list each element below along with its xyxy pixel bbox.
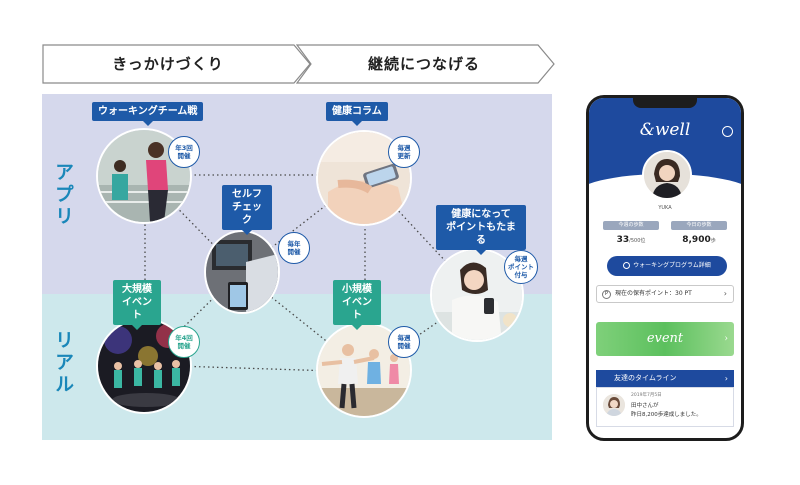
feed-date: 2019年7月5日 (631, 393, 662, 398)
timeline-title: 友達のタイムライン (614, 374, 677, 382)
chevron-right-icon: › (724, 374, 728, 383)
timeline-header[interactable]: 友達のタイムライン › (596, 370, 734, 387)
row-label-real: リアル (52, 330, 74, 396)
freq-self-check: 毎年 開催 (278, 232, 310, 264)
freq-large-event: 年4回 開催 (168, 326, 200, 358)
phone-mockup: &well YUKA 今週の歩数 今日の歩数 33/500位 8,900歩 ウォ… (586, 95, 744, 441)
walk-icon (623, 262, 631, 269)
step-header-1: きっかけづくり (42, 44, 312, 84)
points-row[interactable]: P 現在の保有ポイント：30 PT › (596, 285, 734, 303)
stat-weekly-label: 今週の歩数 (603, 221, 659, 230)
photo-self-check (204, 230, 280, 314)
feed-message: 昨日8,200歩達成しました。 (631, 412, 702, 418)
step-header-1-label: きっかけづくり (112, 55, 224, 73)
freq-points: 毎週 ポイント 付与 (504, 250, 538, 284)
event-banner[interactable]: event › (596, 322, 734, 356)
chevron-right-icon: › (724, 334, 728, 344)
tag-walking-team: ウォーキングチーム戦 (92, 102, 204, 126)
avatar[interactable] (642, 150, 692, 200)
photo-health-column (316, 130, 412, 226)
points-text: 現在の保有ポイント：30 PT (615, 290, 692, 297)
timeline-item[interactable]: 2019年7月5日 田中さんが 昨日8,200歩達成しました。 (596, 387, 734, 427)
app-logo: &well (639, 120, 691, 140)
freq-health-column: 毎週 更新 (388, 136, 420, 168)
chevron-right-icon: › (723, 289, 727, 298)
friend-avatar (603, 394, 625, 416)
walking-program-button[interactable]: ウォーキングプログラム詳細 (607, 256, 727, 276)
tag-large-event: 大規模 イベント (113, 280, 161, 330)
phone-notch (633, 98, 697, 108)
stat-today-label: 今日の歩数 (671, 221, 727, 230)
tag-health-column: 健康コラム (326, 102, 388, 126)
feed-name: 田中さんが (631, 403, 659, 409)
walking-program-label: ウォーキングプログラム詳細 (633, 262, 711, 269)
user-name: YUKA (658, 205, 672, 211)
arrow-shape (42, 44, 311, 84)
row-label-app: アプリ (52, 162, 74, 228)
stat-weekly-value: 33/500位 (616, 235, 646, 245)
event-banner-label: event (646, 331, 684, 346)
step-header-2: 継続につなげる (296, 44, 556, 84)
tag-points: 健康になって ポイントもたまる (436, 205, 526, 255)
arrow-shape (296, 44, 555, 84)
step-header-2-label: 継続につなげる (367, 55, 480, 73)
freq-walking-team: 年3回 開催 (168, 136, 200, 168)
freq-small-event: 毎週 開催 (388, 326, 420, 358)
gear-icon[interactable] (722, 126, 733, 137)
stat-today-value: 8,900歩 (682, 235, 716, 245)
tag-small-event: 小規模 イベント (333, 280, 381, 330)
tag-self-check: セルフ チェック (222, 185, 272, 235)
point-icon: P (602, 290, 611, 299)
